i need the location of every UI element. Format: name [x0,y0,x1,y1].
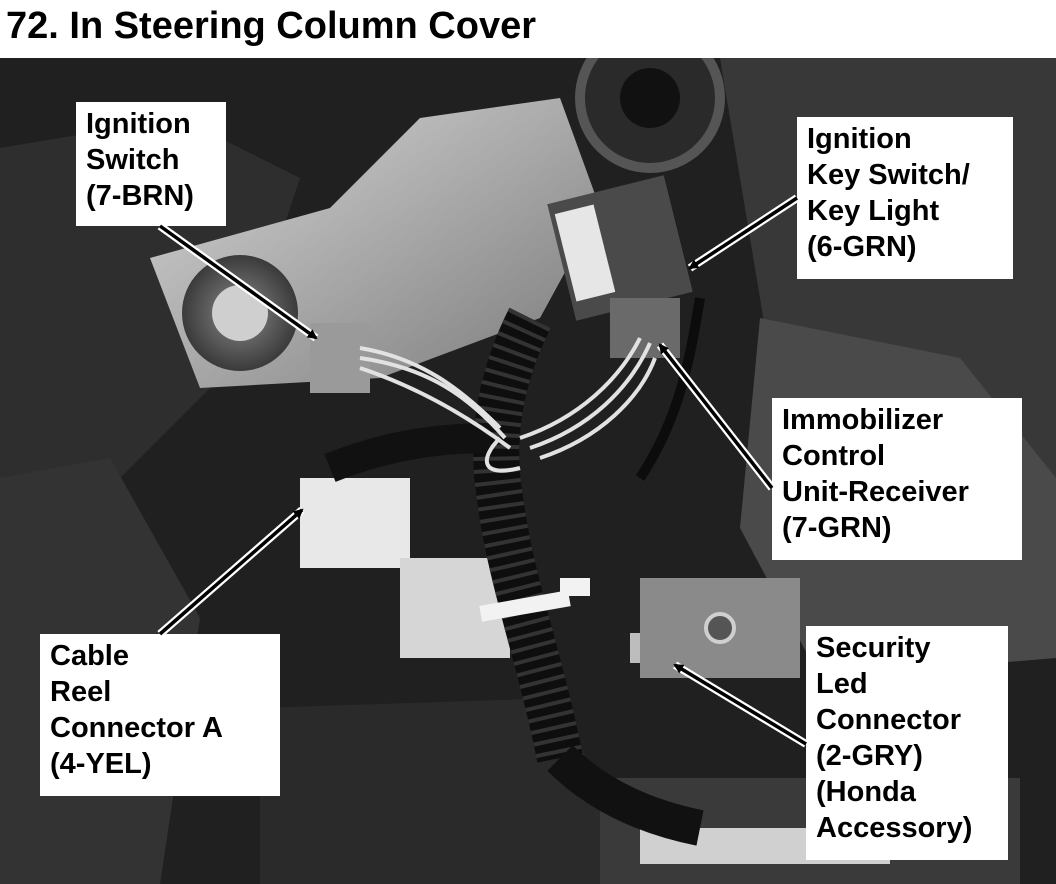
callout-line: Ignition [86,108,191,140]
callout-ignition-switch: Ignition Switch (7-BRN) [76,102,226,226]
callout-ignition-key-switch: Ignition Key Switch/ Key Light (6-GRN) [797,117,1013,279]
callout-line: (2-GRY) [816,740,923,772]
callout-line: Connector [816,704,961,736]
callout-line: Control [782,440,886,472]
callout-immobilizer: Immobilizer Control Unit-Receiver (7-GRN… [772,398,1022,560]
callout-line: Ignition [807,123,912,155]
callout-cable-reel: Cable Reel Connector A (4-YEL) [40,634,280,796]
callout-line: Immobilizer [782,404,944,436]
callout-line: Key Switch/ [807,159,970,191]
callout-line: Reel [50,676,112,708]
callout-line: (Honda [816,776,916,808]
callout-line: (7-GRN) [782,512,892,544]
callout-line: Accessory) [816,812,973,844]
callout-line: Led [816,668,868,700]
callout-line: Cable [50,640,129,672]
callout-line: Connector A [50,712,223,744]
callout-security-led: Security Led Connector (2-GRY) (Honda Ac… [806,626,1008,860]
callout-line: (4-YEL) [50,748,152,780]
callout-line: Key Light [807,195,940,227]
callout-line: Switch [86,144,180,176]
callout-line: Unit-Receiver [782,476,969,508]
callout-line: (6-GRN) [807,231,917,263]
page-title: 72. In Steering Column Cover [6,5,536,47]
callout-line: Security [816,632,931,664]
callout-line: (7-BRN) [86,180,194,212]
